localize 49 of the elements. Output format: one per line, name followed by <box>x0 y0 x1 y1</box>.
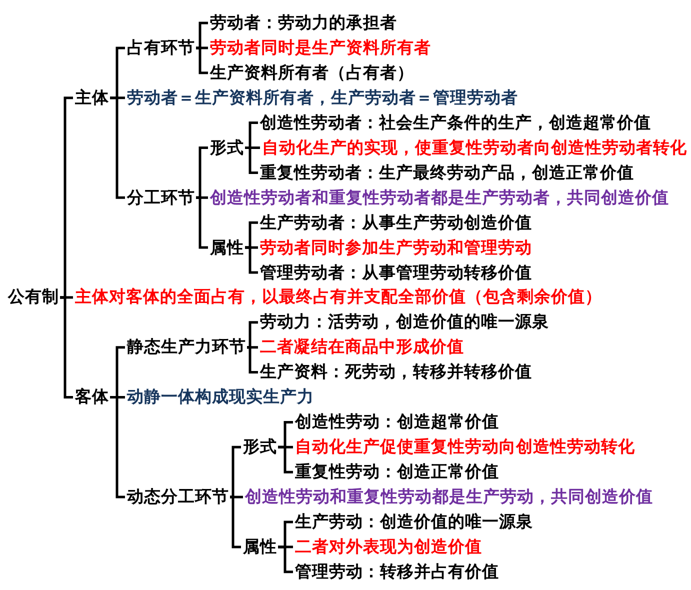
bracket-line <box>247 346 258 374</box>
summary-text: 二者凝结在商品中形成价值 <box>260 337 464 358</box>
category-label: 公有制 <box>8 287 59 308</box>
bracket-line <box>278 446 293 474</box>
summary-text: 自动化生产的实现，使重复性劳动者向创造性劳动者转化 <box>262 138 687 158</box>
bracket-line <box>245 146 258 174</box>
category-label: 静态生产力环节 <box>127 337 246 358</box>
category-label: 形式 <box>243 437 277 458</box>
item-text: 重复性劳动者：生产最终劳动产品，创造正常价值 <box>260 162 634 183</box>
item-text: 生产资料：死劳动，转移并转移价值 <box>260 362 532 382</box>
bracket-line <box>196 22 208 50</box>
summary-text: 劳动者＝生产资料所有者，生产劳动者＝管理劳动者 <box>127 88 518 108</box>
item-text: 创造性劳动者：社会生产条件的生产，创造超常价值 <box>260 112 651 133</box>
bracket-line <box>230 446 241 498</box>
summary-text: 创造性劳动和重复性劳动都是生产劳动，共同创造价值 <box>245 487 653 508</box>
item-text: 管理劳动者：从事管理劳动转移价值 <box>260 262 532 282</box>
bracket-line <box>247 321 258 349</box>
bracket-line <box>110 396 125 498</box>
bracket-line <box>60 296 73 398</box>
bracket-line <box>196 146 208 199</box>
item-text: 创造性劳动：创造超常价值 <box>295 412 499 432</box>
summary-text: 创造性劳动者和重复性劳动者都是生产劳动者，共同创造价值 <box>210 188 669 208</box>
item-text: 生产资料所有者（占有者） <box>210 62 414 83</box>
category-label: 占有环节 <box>127 38 195 58</box>
category-label: 形式 <box>210 138 244 158</box>
summary-text: 动静一体构成现实生产力 <box>127 387 314 408</box>
bracket-line <box>196 196 208 249</box>
category-label: 属性 <box>243 536 277 557</box>
bracket-line <box>230 496 241 548</box>
summary-text: 劳动者同时参加生产劳动和管理劳动 <box>260 238 532 258</box>
item-text: 重复性劳动：创造正常价值 <box>295 462 499 482</box>
summary-text: 主体对客体的全面占有，以最终占有并支配全部价值（包含剩余价值） <box>75 287 602 308</box>
summary-text: 劳动者同时是生产资料所有者 <box>210 38 431 58</box>
category-label: 属性 <box>210 238 244 258</box>
item-text: 劳动力：活劳动，创造价值的唯一源泉 <box>260 312 549 332</box>
item-text: 生产劳动者：从事生产劳动创造价值 <box>260 212 532 233</box>
category-label: 主体 <box>75 88 109 108</box>
item-text: 管理劳动：转移并占有价值 <box>295 562 499 582</box>
item-text: 劳动者：劳动力的承担者 <box>210 13 397 33</box>
category-label: 分工环节 <box>127 188 195 208</box>
bracket-line <box>278 546 293 574</box>
summary-text: 二者对外表现为创造价值 <box>295 536 482 557</box>
bracket-line <box>245 246 258 274</box>
bracket-line <box>196 46 208 74</box>
summary-text: 自动化生产促使重复性劳动向创造性劳动转化 <box>295 437 635 458</box>
item-text: 生产劳动：创造价值的唯一源泉 <box>295 512 533 532</box>
category-label: 客体 <box>75 387 109 408</box>
bracket-line <box>110 96 125 199</box>
category-label: 动态分工环节 <box>127 487 229 508</box>
